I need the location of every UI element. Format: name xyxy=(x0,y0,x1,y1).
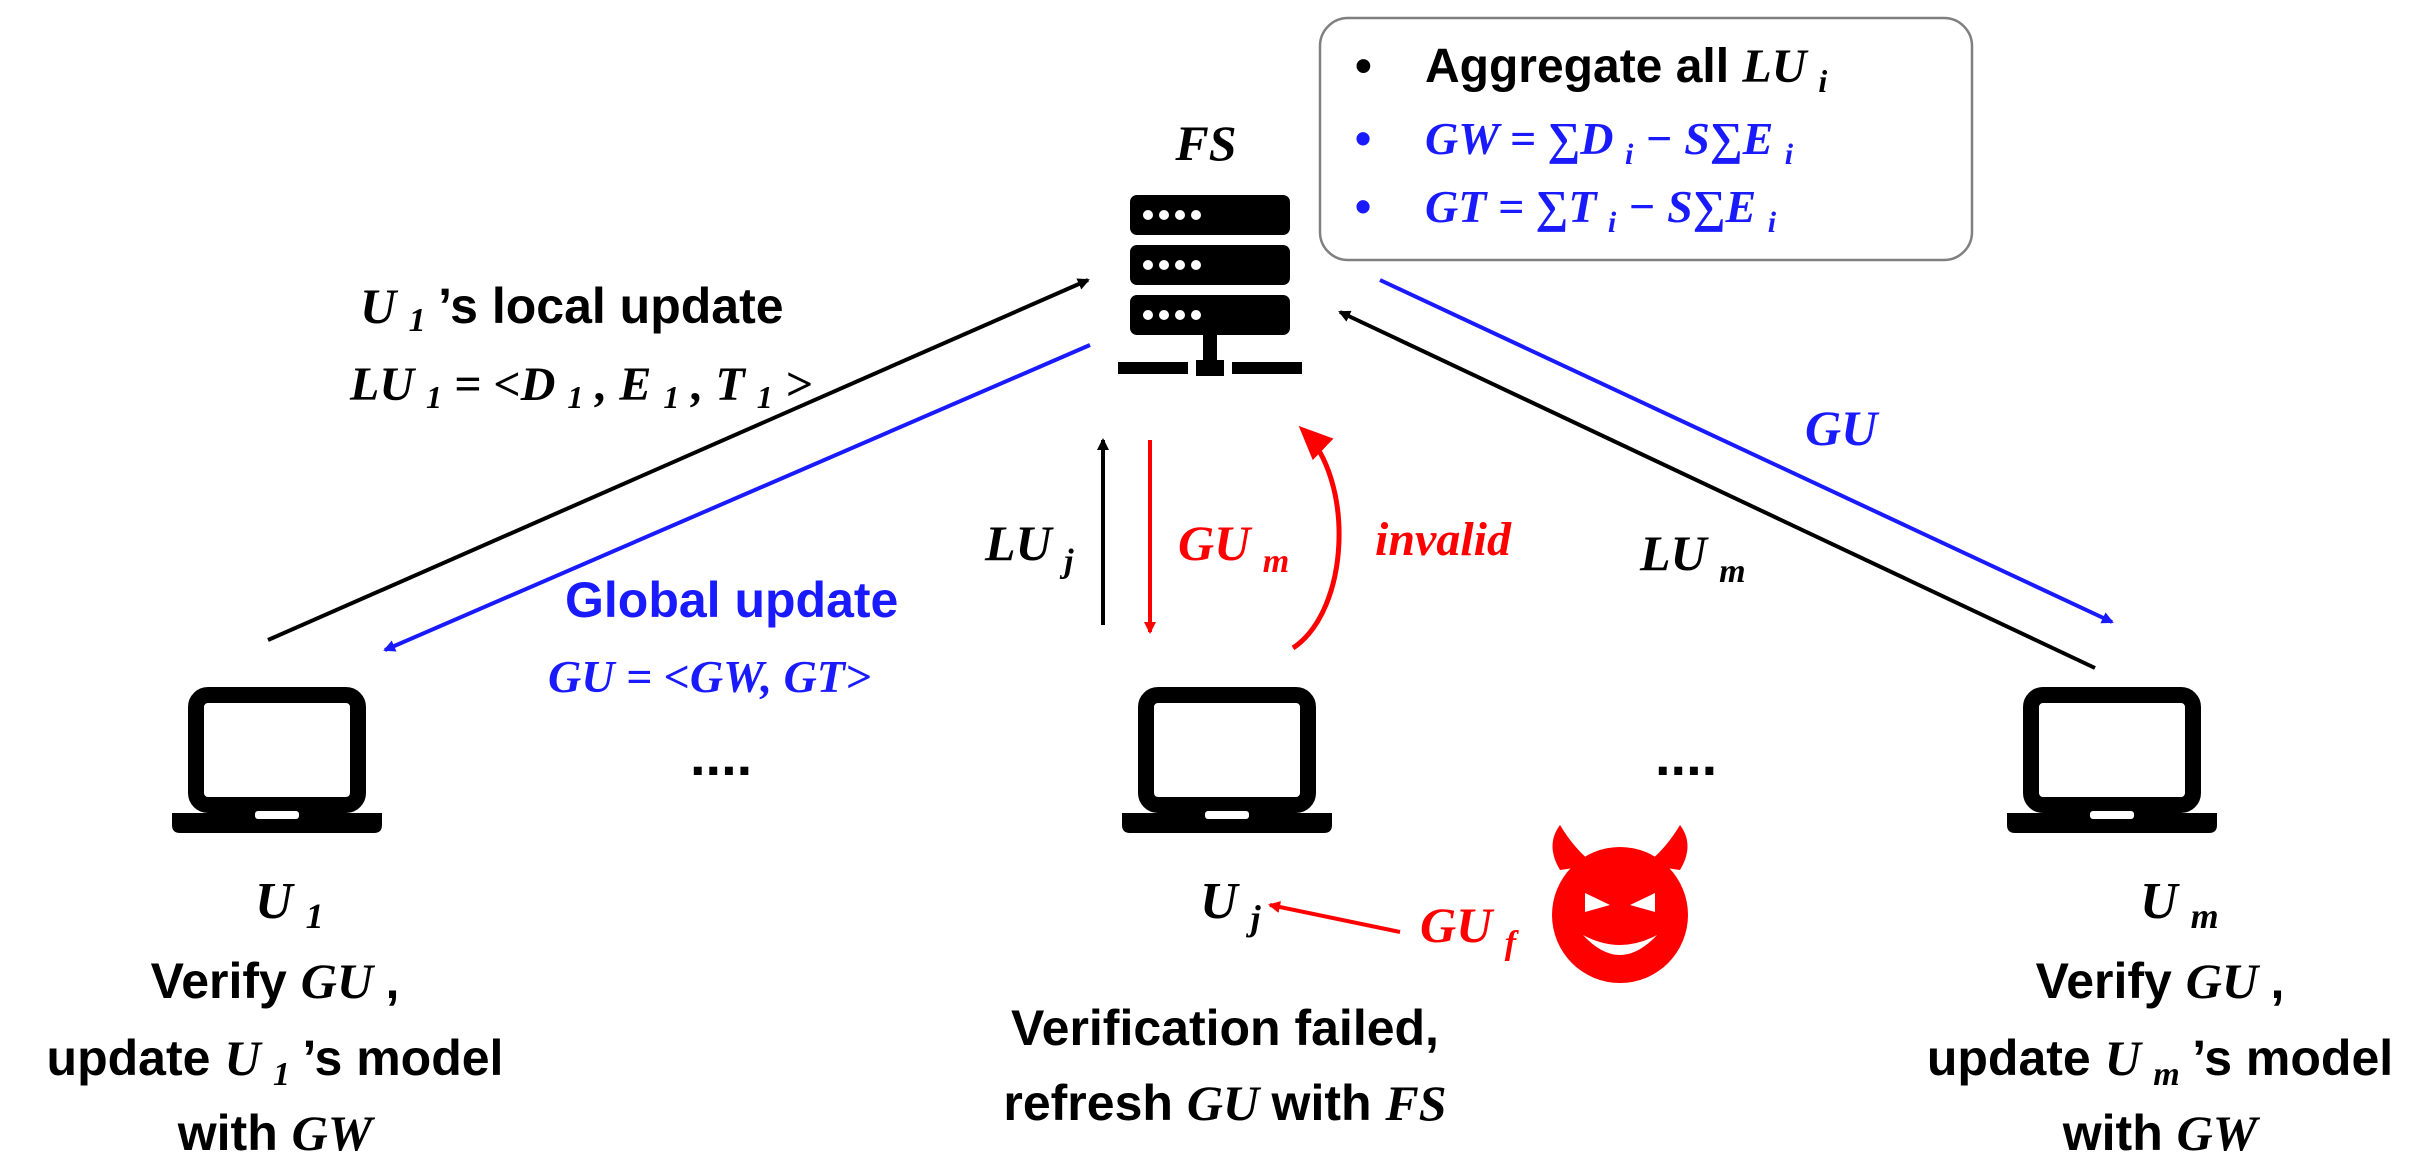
arrow-lum-to-fs xyxy=(1338,310,2096,670)
um-desc-line2: update U m ’s model xyxy=(1927,1030,2393,1096)
gu-f-label: GU f xyxy=(1420,897,1520,962)
laptop-icon xyxy=(2007,687,2217,833)
arrow-gu-to-u1 xyxy=(383,343,1091,652)
gu-equation: GU = <GW, GT> xyxy=(548,651,871,702)
u1-desc-line3: with GW xyxy=(177,1105,376,1161)
arrow-invalid-curve xyxy=(1291,425,1342,651)
arrow-gu-to-um xyxy=(1379,278,2114,624)
arrow-guf-to-uj xyxy=(1268,901,1401,934)
user-label-uj: U j xyxy=(1200,873,1262,938)
um-desc-line3: with GW xyxy=(2062,1105,2261,1161)
u1-desc-line2: update U 1 ’s model xyxy=(47,1030,504,1096)
invalid-label: invalid xyxy=(1375,513,1512,566)
aggregate-line-1: • Aggregate all LU i xyxy=(1355,40,1827,99)
gu-right-label: GU xyxy=(1805,400,1880,456)
lu1-equation: LU 1 = <D 1 , E 1 , T 1 > xyxy=(349,358,812,419)
um-desc-line1: Verify GU , xyxy=(2036,953,2285,1009)
arrow-lu1-to-fs xyxy=(267,278,1090,642)
u1-local-update-label: U 1 ’s local update xyxy=(360,278,784,342)
devil-face-icon xyxy=(1552,825,1688,983)
gu-m-label: GU m xyxy=(1178,515,1289,580)
laptop-icon xyxy=(172,687,382,833)
aggregate-box: • Aggregate all LU i • GW = ∑D i − S∑E i… xyxy=(1318,16,1974,262)
uj-desc-line1: Verification failed, xyxy=(1011,1000,1439,1056)
lu-j-label: LU j xyxy=(984,515,1074,580)
laptop-icon xyxy=(1122,687,1332,833)
lu-m-label: LU m xyxy=(1639,525,1746,590)
server-label: FS xyxy=(1174,115,1236,171)
ellipsis-left: .... xyxy=(690,724,752,787)
server-icon xyxy=(1118,195,1302,376)
u1-desc-line1: Verify GU , xyxy=(151,953,400,1009)
aggregate-line-3: • GT = ∑T i − S∑E i xyxy=(1355,180,1777,242)
user-label-um: U m xyxy=(2140,873,2219,936)
global-update-label: Global update xyxy=(565,572,898,628)
ellipsis-right: .... xyxy=(1655,724,1717,787)
uj-desc-line2: refresh GU with FS xyxy=(1003,1075,1446,1131)
user-label-u1: U 1 xyxy=(255,873,324,936)
aggregate-line-2: • GW = ∑D i − S∑E i xyxy=(1355,112,1794,174)
